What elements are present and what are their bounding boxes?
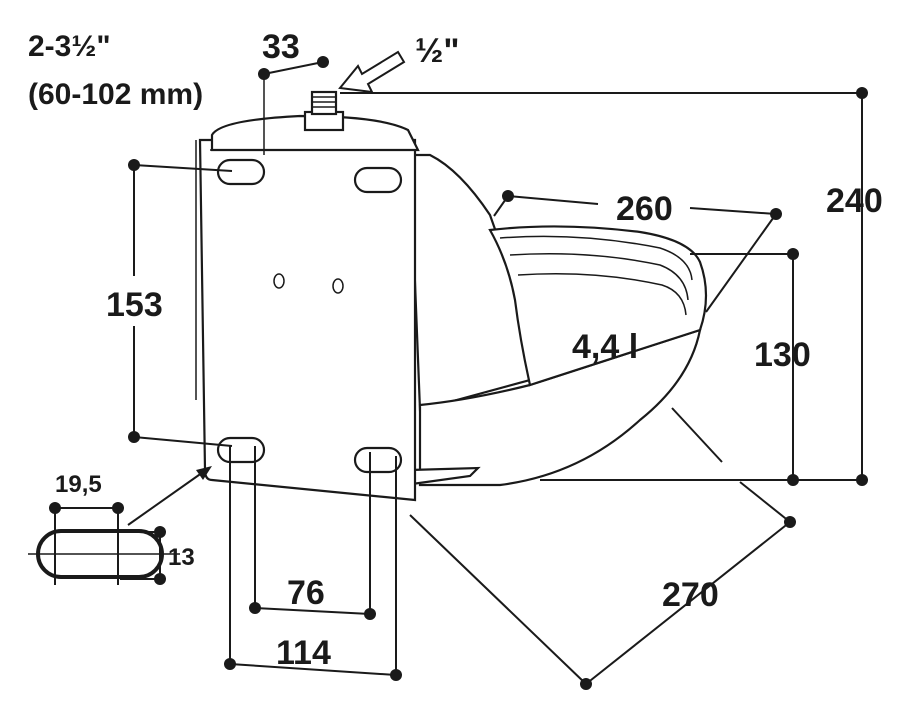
bowl-width-label: 260 bbox=[616, 190, 673, 228]
plate-width-label: 114 bbox=[276, 634, 331, 672]
drinking-bowl bbox=[195, 90, 708, 502]
inlet-thread bbox=[310, 90, 338, 116]
inlet-offset-label: 33 bbox=[262, 28, 300, 66]
pipe-range-mm-label: (60-102 mm) bbox=[28, 78, 203, 111]
bowl-rim-inner-3 bbox=[517, 273, 687, 316]
bowl-height-label: 130 bbox=[754, 336, 811, 374]
slot-width-label: 19,5 bbox=[55, 471, 102, 498]
pipe-range-label: 2-3½" bbox=[28, 30, 111, 63]
bowl-lower-body bbox=[418, 328, 702, 487]
slot-top-left bbox=[216, 158, 266, 186]
volume-label: 4,4 l bbox=[572, 328, 638, 366]
hole-spacing-label: 76 bbox=[287, 574, 325, 612]
hole-right bbox=[332, 278, 344, 294]
inlet-size-label: ½" bbox=[415, 32, 459, 70]
inlet-arrow-icon bbox=[338, 50, 406, 94]
dimension-labels: 2-3½" (60-102 mm) 33 ½" 240 260 130 4,4 … bbox=[28, 28, 883, 672]
slot-bottom-left bbox=[216, 436, 266, 464]
slot-detail bbox=[28, 502, 180, 585]
slot-bottom-right bbox=[353, 446, 403, 474]
total-height-label: 240 bbox=[826, 182, 883, 220]
bowl-rim-inner-1 bbox=[499, 235, 693, 281]
bowl-rim-inner-2 bbox=[509, 253, 689, 301]
slot-height-label: 13 bbox=[168, 544, 195, 571]
slot-top-right bbox=[353, 166, 403, 194]
dimension-lines bbox=[127, 50, 868, 690]
bowl-rim bbox=[488, 225, 708, 387]
depth-label: 270 bbox=[662, 576, 719, 614]
slot-spacing-label: 153 bbox=[106, 286, 163, 324]
hole-left bbox=[273, 273, 285, 289]
